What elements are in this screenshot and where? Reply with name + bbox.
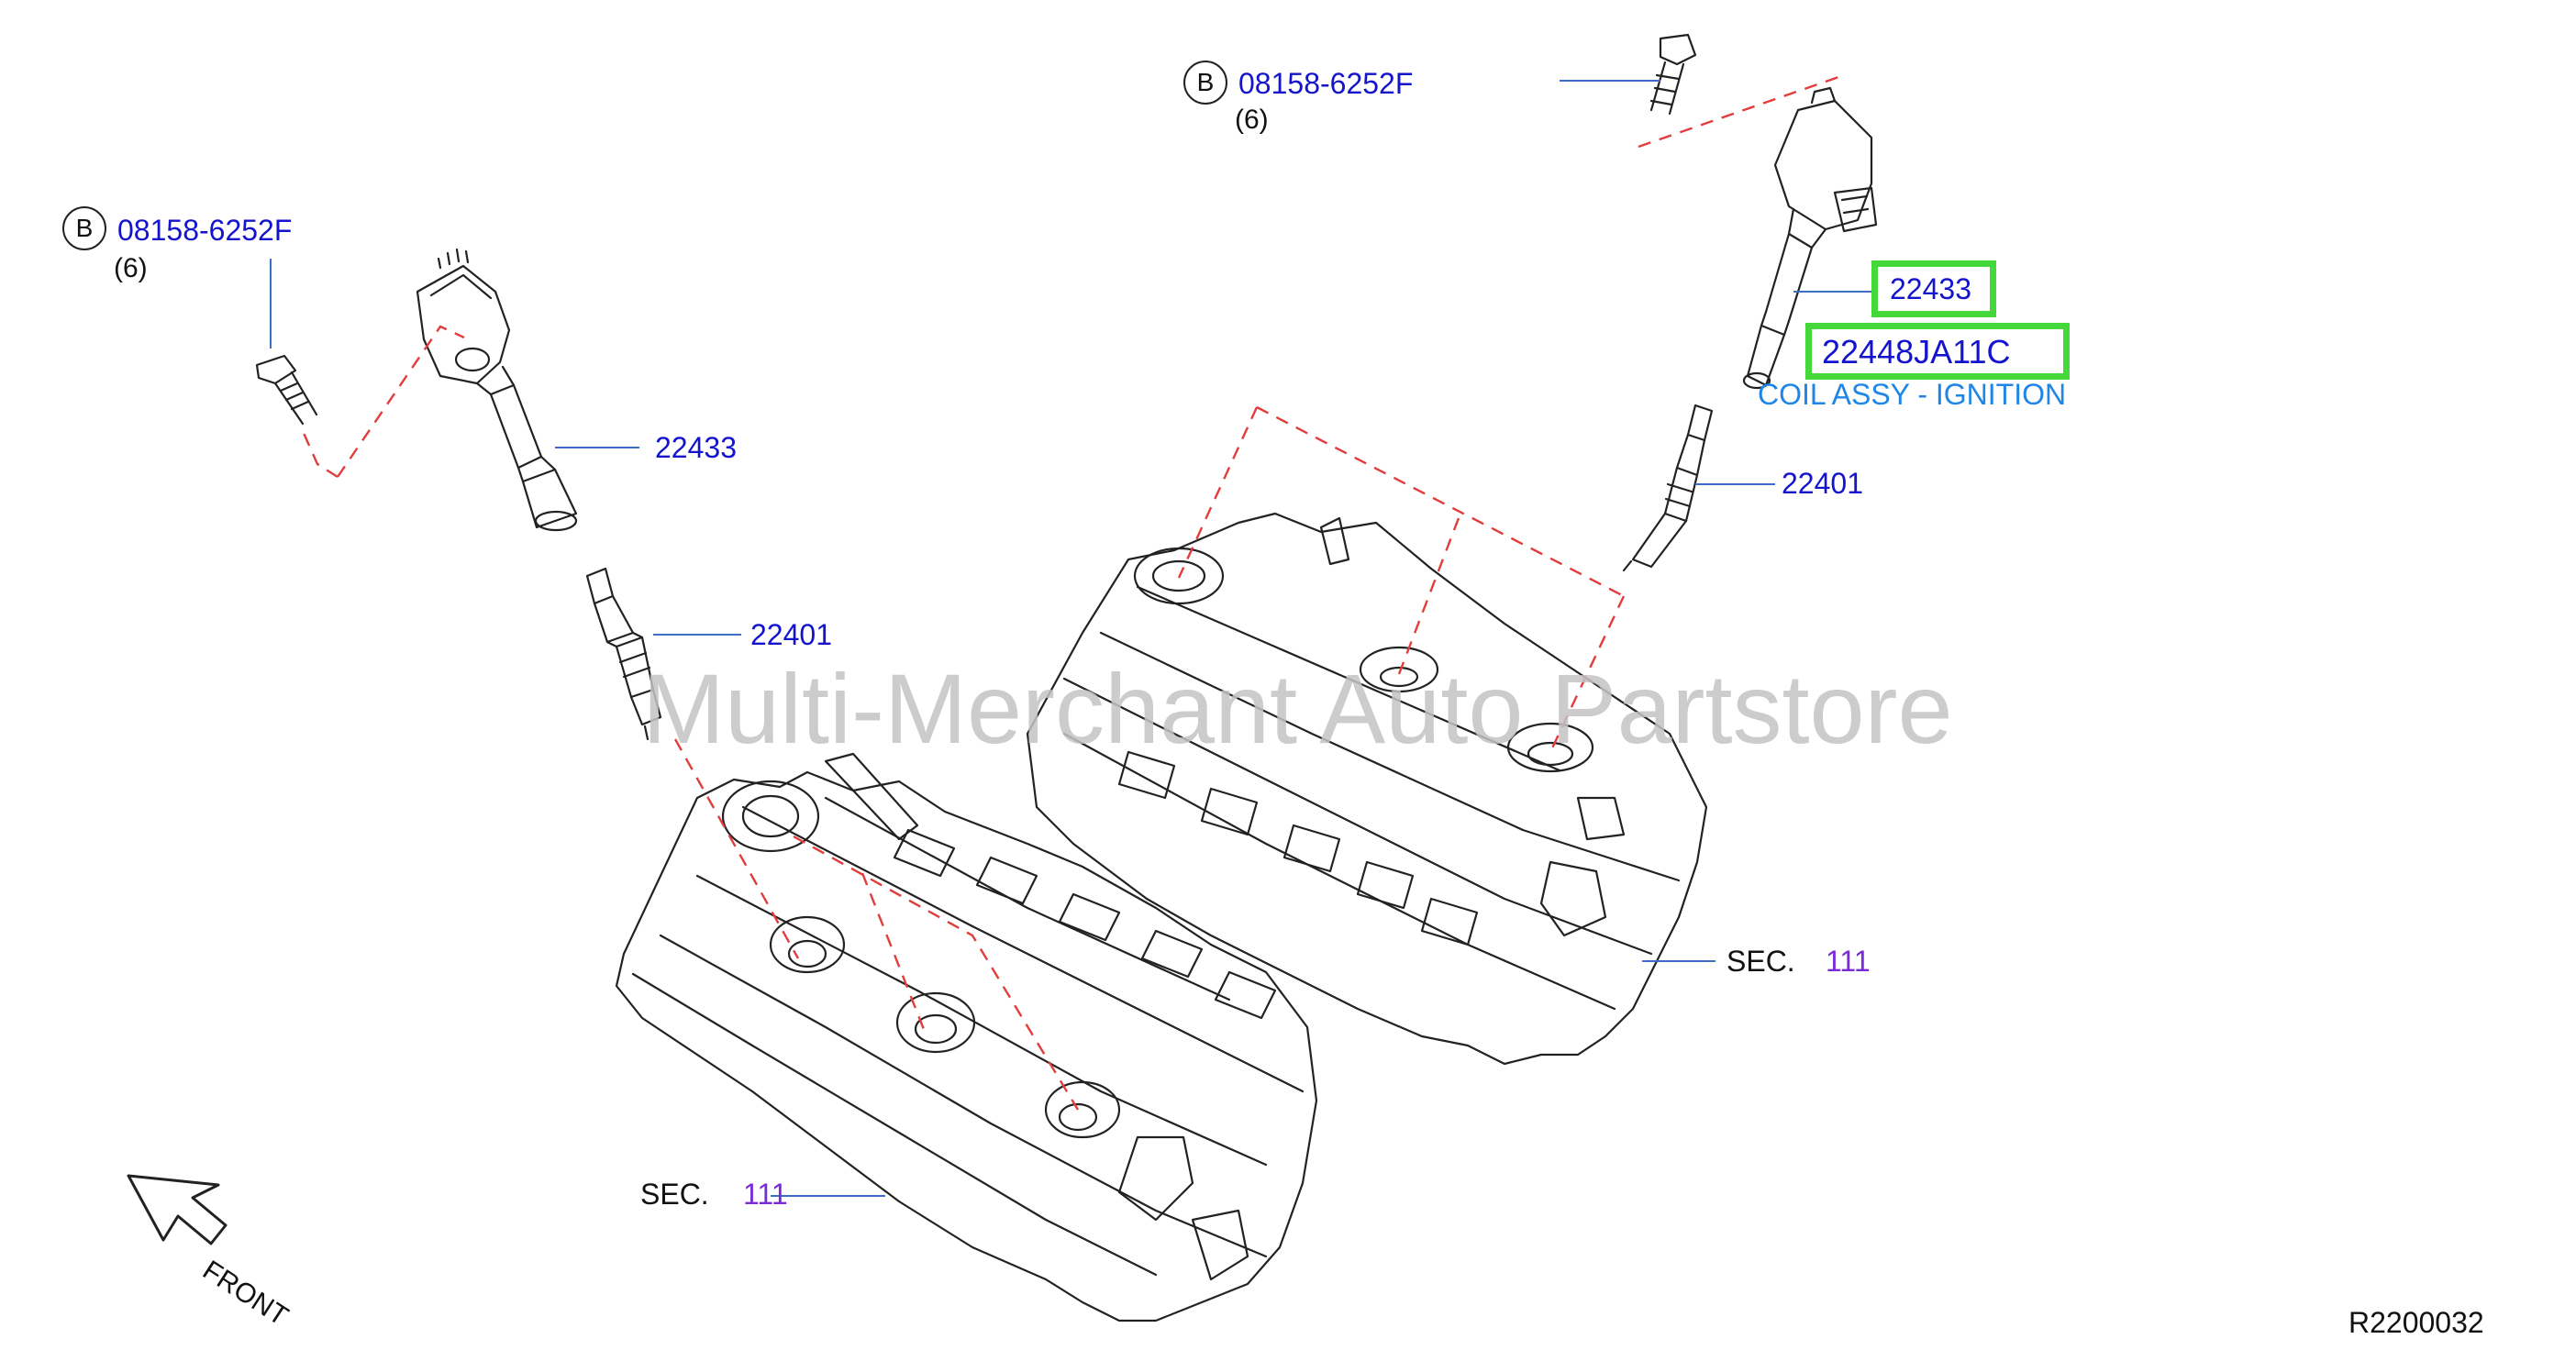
left-spark-plug — [585, 567, 662, 741]
coil-assy-description: COIL ASSY - IGNITION — [1758, 378, 2067, 411]
left-ignition-coil — [416, 248, 578, 532]
sec-right-number[interactable]: 111 — [1826, 945, 1871, 978]
right-coil-part-number[interactable]: 22433 — [1890, 272, 1971, 305]
assembly-guide-lines — [301, 73, 1845, 1111]
watermark-text: Multi-Merchant Auto Partstore — [642, 653, 1953, 764]
left-bolt — [255, 354, 318, 426]
right-bolt — [1649, 33, 1697, 116]
right-coil-highlight-box — [1871, 260, 1996, 317]
sec-left-number[interactable]: 111 — [743, 1178, 788, 1211]
left-spark-plug-part-number[interactable]: 22401 — [750, 618, 832, 651]
right-bolt-badge: B — [1183, 61, 1227, 105]
left-bolt-part-number[interactable]: 08158-6252F — [117, 214, 293, 247]
diagram-code: R2200032 — [2348, 1306, 2484, 1339]
coil-assy-part-number[interactable]: 22448JA11C — [1822, 333, 2011, 371]
left-bolt-quantity: (6) — [114, 253, 148, 283]
left-cylinder-head — [615, 752, 1318, 1322]
leader-lines — [270, 80, 1871, 1197]
left-bolt-badge: B — [62, 206, 106, 250]
right-ignition-coil — [1742, 86, 1878, 390]
right-bolt-part-number[interactable]: 08158-6252F — [1238, 67, 1414, 100]
right-bolt-quantity: (6) — [1235, 105, 1269, 135]
sec-left-prefix: SEC. — [640, 1178, 709, 1211]
sec-right-prefix: SEC. — [1727, 945, 1795, 978]
right-cylinder-head — [1026, 512, 1708, 1066]
right-spark-plug-part-number[interactable]: 22401 — [1782, 467, 1863, 500]
front-arrow-icon — [127, 1174, 228, 1245]
coil-assy-highlight-box — [1805, 323, 2070, 380]
left-coil-part-number[interactable]: 22433 — [655, 431, 737, 464]
right-spark-plug — [1622, 404, 1714, 572]
